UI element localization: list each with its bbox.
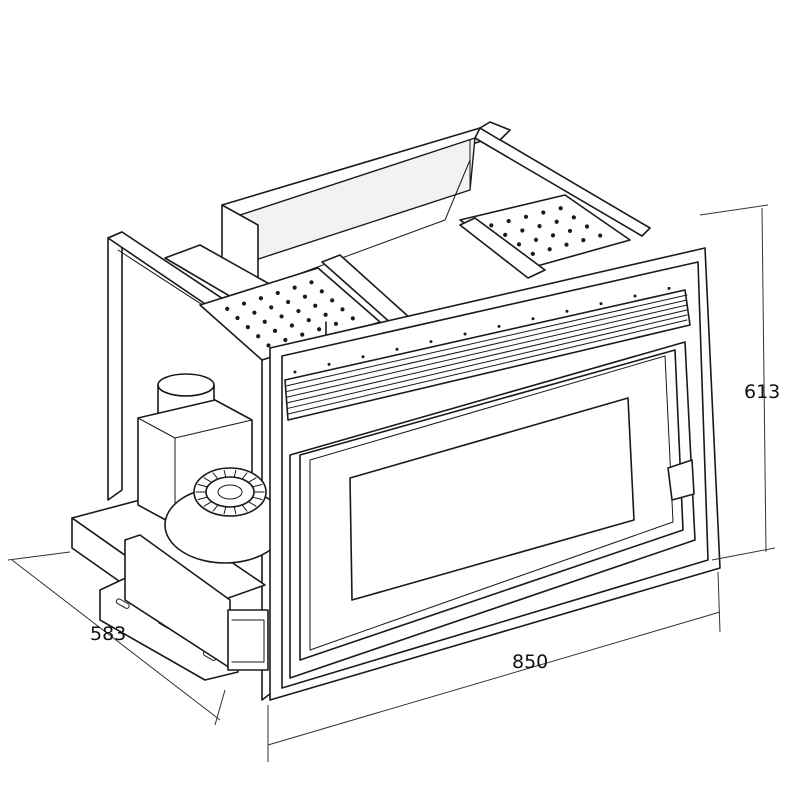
front-frame [269, 247, 721, 701]
blower-assembly [71, 373, 286, 681]
center-crossbar [321, 217, 546, 326]
dimension-height: 613 [699, 204, 780, 561]
dimension-width: 850 [267, 571, 721, 762]
depth-label: 583 [90, 623, 126, 645]
dimension-depth: 583 [7, 551, 226, 726]
width-label: 850 [512, 651, 548, 673]
rear-frame [221, 121, 651, 291]
height-label: 613 [744, 381, 780, 403]
right-perforated-plate [459, 194, 631, 269]
